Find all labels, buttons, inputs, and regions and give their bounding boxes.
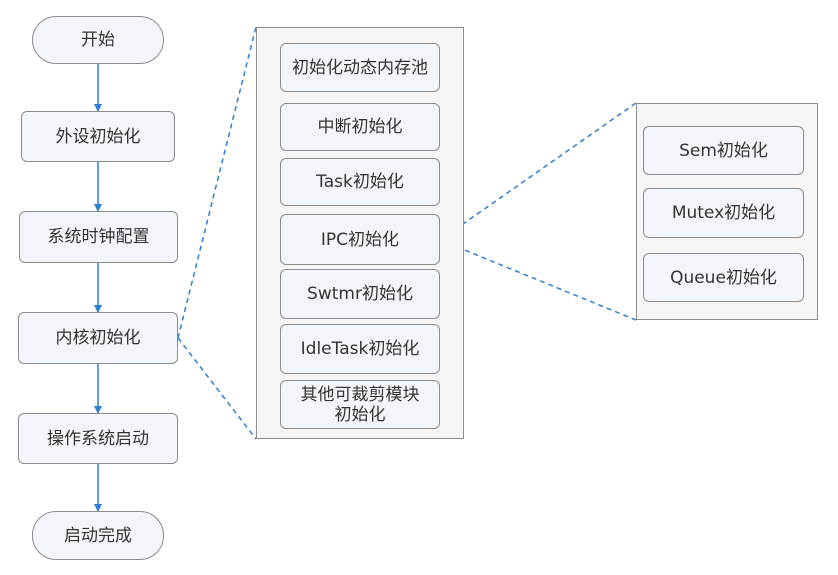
ipc-module-sem: Sem初始化 xyxy=(643,126,804,175)
kernel-module-label: Task初始化 xyxy=(316,172,404,192)
kernel-module-optional: 其他可裁剪模块初始化 xyxy=(280,380,440,429)
kernel-module-swtmr: Swtmr初始化 xyxy=(280,269,440,319)
kernel-module-task: Task初始化 xyxy=(280,158,440,206)
ipc-module-label: Queue初始化 xyxy=(670,267,777,288)
dashed-ipc-to-panel-top xyxy=(439,102,637,241)
start-node: 开始 xyxy=(32,16,164,64)
boot-done-label: 启动完成 xyxy=(64,525,132,546)
dashed-ipc-to-panel-bottom xyxy=(439,239,637,321)
kernel-module-label: 其他可裁剪模块初始化 xyxy=(300,384,420,425)
kernel-module-label: IPC初始化 xyxy=(320,229,400,250)
os-start-node: 操作系统启动 xyxy=(18,413,178,464)
start-label: 开始 xyxy=(81,30,115,50)
boot-done-node: 启动完成 xyxy=(32,511,164,560)
ipc-module-mutex: Mutex初始化 xyxy=(643,188,804,238)
kernel-init-node: 内核初始化 xyxy=(18,312,178,364)
kernel-module-label: 中断初始化 xyxy=(317,117,403,137)
ipc-module-label: Mutex初始化 xyxy=(671,203,776,223)
clock-config-label: 系统时钟配置 xyxy=(47,227,150,247)
kernel-module-label: 初始化动态内存池 xyxy=(292,57,428,78)
kernel-module-label: Swtmr初始化 xyxy=(307,284,413,304)
kernel-module-label: IdleTask初始化 xyxy=(300,339,420,359)
peripheral-init-label: 外设初始化 xyxy=(55,126,141,147)
clock-config-node: 系统时钟配置 xyxy=(19,211,178,263)
dashed-kernel-to-panel-bottom xyxy=(177,337,257,440)
os-start-label: 操作系统启动 xyxy=(47,428,149,449)
ipc-module-label: Sem初始化 xyxy=(679,140,768,161)
peripheral-init-node: 外设初始化 xyxy=(21,111,175,162)
ipc-module-queue: Queue初始化 xyxy=(643,253,804,302)
kernel-module-ipc: IPC初始化 xyxy=(280,214,440,265)
dashed-kernel-to-panel-top xyxy=(177,26,257,339)
kernel-module-idletask: IdleTask初始化 xyxy=(280,324,440,374)
kernel-module-interrupt: 中断初始化 xyxy=(280,103,440,151)
kernel-init-label: 内核初始化 xyxy=(55,328,141,348)
kernel-module-mempool: 初始化动态内存池 xyxy=(280,43,440,92)
